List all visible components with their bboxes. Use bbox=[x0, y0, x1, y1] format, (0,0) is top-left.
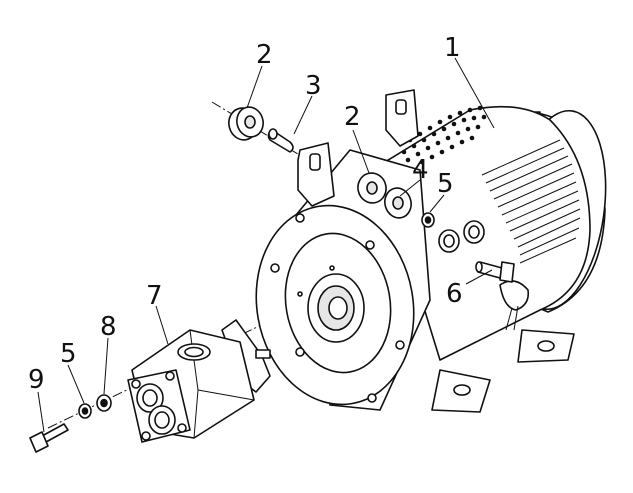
part-4-flat-washer bbox=[384, 187, 412, 219]
part-8-washer bbox=[96, 394, 112, 412]
part-2-washer-center bbox=[357, 172, 387, 204]
callout-3: 3 bbox=[305, 71, 322, 101]
leader-lines bbox=[37, 57, 495, 433]
callout-9: 9 bbox=[28, 365, 45, 395]
callout-5-lower: 5 bbox=[60, 339, 77, 369]
lifting-lug-left bbox=[297, 142, 335, 207]
lifting-lug-right-hole bbox=[395, 99, 407, 115]
callout-5-upper: 5 bbox=[437, 169, 454, 199]
lifting-lug-right bbox=[385, 89, 419, 147]
part-2-washer-upper bbox=[228, 106, 264, 141]
terminal-studs bbox=[438, 220, 485, 253]
part-6-bolt bbox=[475, 261, 515, 283]
callout-6: 6 bbox=[446, 279, 463, 309]
callout-2-upper: 2 bbox=[256, 40, 273, 70]
face-bolts bbox=[270, 213, 405, 403]
callout-2-center: 2 bbox=[344, 102, 361, 132]
cable-lead bbox=[505, 305, 519, 331]
callout-7: 7 bbox=[146, 281, 163, 311]
foot-hole-right bbox=[537, 340, 555, 352]
part-7-hydraulic-pump bbox=[127, 319, 271, 443]
motor-body bbox=[255, 89, 607, 413]
part-9-bolt bbox=[29, 423, 69, 453]
part-5-washer-lower bbox=[78, 403, 92, 419]
lifting-lug-left-hole bbox=[309, 153, 321, 171]
foot-hole-left bbox=[453, 384, 471, 396]
callout-8: 8 bbox=[100, 312, 117, 342]
part-5-washer-upper bbox=[421, 212, 435, 228]
cable-connector bbox=[499, 280, 530, 311]
cooling-fins bbox=[481, 139, 581, 264]
callout-1: 1 bbox=[444, 33, 461, 63]
callout-4: 4 bbox=[412, 155, 429, 185]
pump-shaft bbox=[255, 349, 271, 359]
shaft-end bbox=[328, 296, 348, 320]
part-3-pin bbox=[267, 128, 294, 153]
